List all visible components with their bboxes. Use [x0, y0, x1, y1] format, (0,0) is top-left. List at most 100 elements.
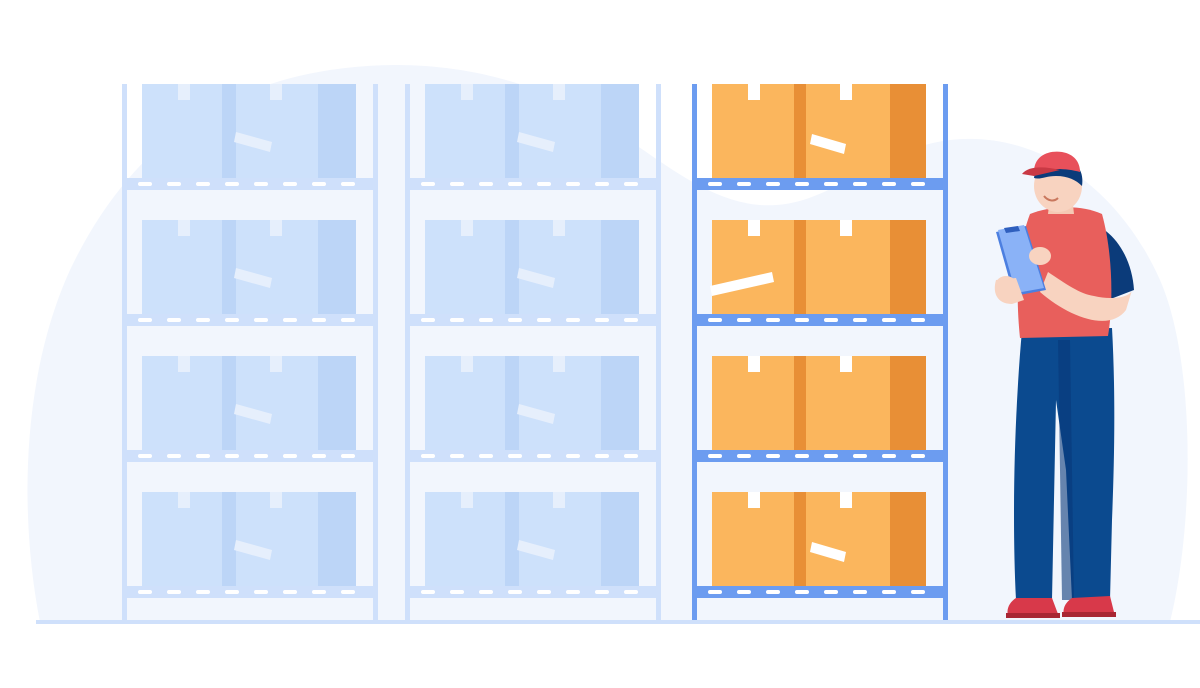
shelf-board-hole — [341, 454, 355, 458]
shelf-board-hole — [595, 454, 609, 458]
box-tape-tab — [840, 220, 852, 236]
shelf-board-hole — [508, 182, 522, 186]
worker-smile — [1043, 195, 1059, 202]
shelf-board-hole — [795, 590, 809, 594]
worker-shoe-right — [1063, 596, 1114, 616]
shelf-box-shade — [505, 492, 519, 586]
shelf-board-hole — [911, 454, 925, 458]
shelf-board-hole — [167, 318, 181, 322]
shelf-board — [405, 586, 661, 598]
shelf-board-hole — [853, 318, 867, 322]
shelf-box-shade — [222, 492, 236, 586]
shelf-upright-left — [692, 84, 697, 624]
box-tape-tab — [270, 84, 282, 100]
box-tape-tab — [748, 492, 760, 508]
shelf-board-hole — [882, 454, 896, 458]
shelf-board-hole — [882, 182, 896, 186]
shelf-board-hole — [595, 318, 609, 322]
shelf-board-hole — [508, 590, 522, 594]
shelf-board-hole — [708, 318, 722, 322]
shelf-upright-left — [405, 84, 410, 624]
shelf-upright-left — [122, 84, 127, 624]
shelf-board-hole — [911, 182, 925, 186]
shelf-board-hole — [824, 454, 838, 458]
shelf-board-hole — [225, 590, 239, 594]
shelf-board-hole — [138, 590, 152, 594]
shelf-board-hole — [225, 318, 239, 322]
shelf-board-hole — [766, 590, 780, 594]
box-tape-tab — [270, 356, 282, 372]
shelf-board-hole — [283, 454, 297, 458]
shelf-board-hole — [254, 454, 268, 458]
box-label — [517, 540, 555, 560]
shelf-board-hole — [508, 454, 522, 458]
shelf-board — [692, 586, 948, 598]
box-label — [517, 404, 555, 424]
shelf-board-hole — [824, 590, 838, 594]
shelf-board-hole — [566, 454, 580, 458]
shelf-board-hole — [737, 318, 751, 322]
shelf-board-hole — [882, 590, 896, 594]
shelf-board-hole — [624, 590, 638, 594]
shelf-board-hole — [766, 318, 780, 322]
shelf-board — [405, 450, 661, 462]
warehouse-worker — [994, 151, 1134, 618]
shelf-board-hole — [167, 454, 181, 458]
shelf-box-side — [601, 84, 639, 178]
shelf-upright-right — [943, 84, 948, 624]
shelf-box-side — [318, 492, 356, 586]
shelf-board-hole — [479, 318, 493, 322]
shelf-board-hole — [225, 454, 239, 458]
shelf-box-shade — [505, 220, 519, 314]
worker-shoe-left — [1007, 598, 1058, 616]
box-tape-tab — [270, 220, 282, 236]
shelf-board-hole — [479, 182, 493, 186]
shelf-board-hole — [254, 182, 268, 186]
shelf-board-hole — [795, 454, 809, 458]
box-tape-tab — [461, 492, 473, 508]
shelf-box-side — [601, 492, 639, 586]
worker-cap — [1034, 151, 1080, 172]
box-tape-tab — [178, 84, 190, 100]
worker-shoe-sole-left — [1006, 613, 1060, 618]
shelf-box-side — [890, 84, 926, 178]
box-tape-tab — [748, 356, 760, 372]
box-label — [234, 540, 272, 560]
shelf-board-hole — [138, 182, 152, 186]
shelf-board-hole — [824, 318, 838, 322]
box-tape-tab — [270, 492, 282, 508]
box-tape-tab — [748, 220, 760, 236]
box-tape-tab — [840, 84, 852, 100]
shelf-board-hole — [196, 454, 210, 458]
shelf-board-hole — [595, 590, 609, 594]
shelf-board-hole — [138, 318, 152, 322]
box-label — [517, 132, 555, 152]
shelf-board-hole — [537, 182, 551, 186]
shelf-board-hole — [824, 182, 838, 186]
shelf-board-hole — [737, 590, 751, 594]
shelf-board-hole — [479, 590, 493, 594]
shelf-board-hole — [196, 182, 210, 186]
shelf-board-hole — [853, 182, 867, 186]
shelf-board-hole — [312, 318, 326, 322]
shelf-board — [122, 450, 378, 462]
shelf-board-hole — [312, 454, 326, 458]
shelf-unit-2 — [405, 84, 661, 624]
shelf-box-shade — [222, 220, 236, 314]
shelf-board-hole — [341, 182, 355, 186]
shelf-box-side — [601, 356, 639, 450]
shelf-box-side — [318, 356, 356, 450]
shelf-board-hole — [882, 318, 896, 322]
shelf-box-shade — [794, 220, 806, 314]
shelf-board-hole — [795, 182, 809, 186]
shelf-board-hole — [450, 318, 464, 322]
shelf-board-hole — [537, 454, 551, 458]
shelf-box-shade — [505, 356, 519, 450]
worker-cap-brim — [1022, 167, 1060, 176]
shelf-box-shade — [794, 356, 806, 450]
shelf-board-hole — [853, 590, 867, 594]
shelf-board — [692, 314, 948, 326]
shelf-board-hole — [341, 318, 355, 322]
shelf-box-shade — [794, 84, 806, 178]
